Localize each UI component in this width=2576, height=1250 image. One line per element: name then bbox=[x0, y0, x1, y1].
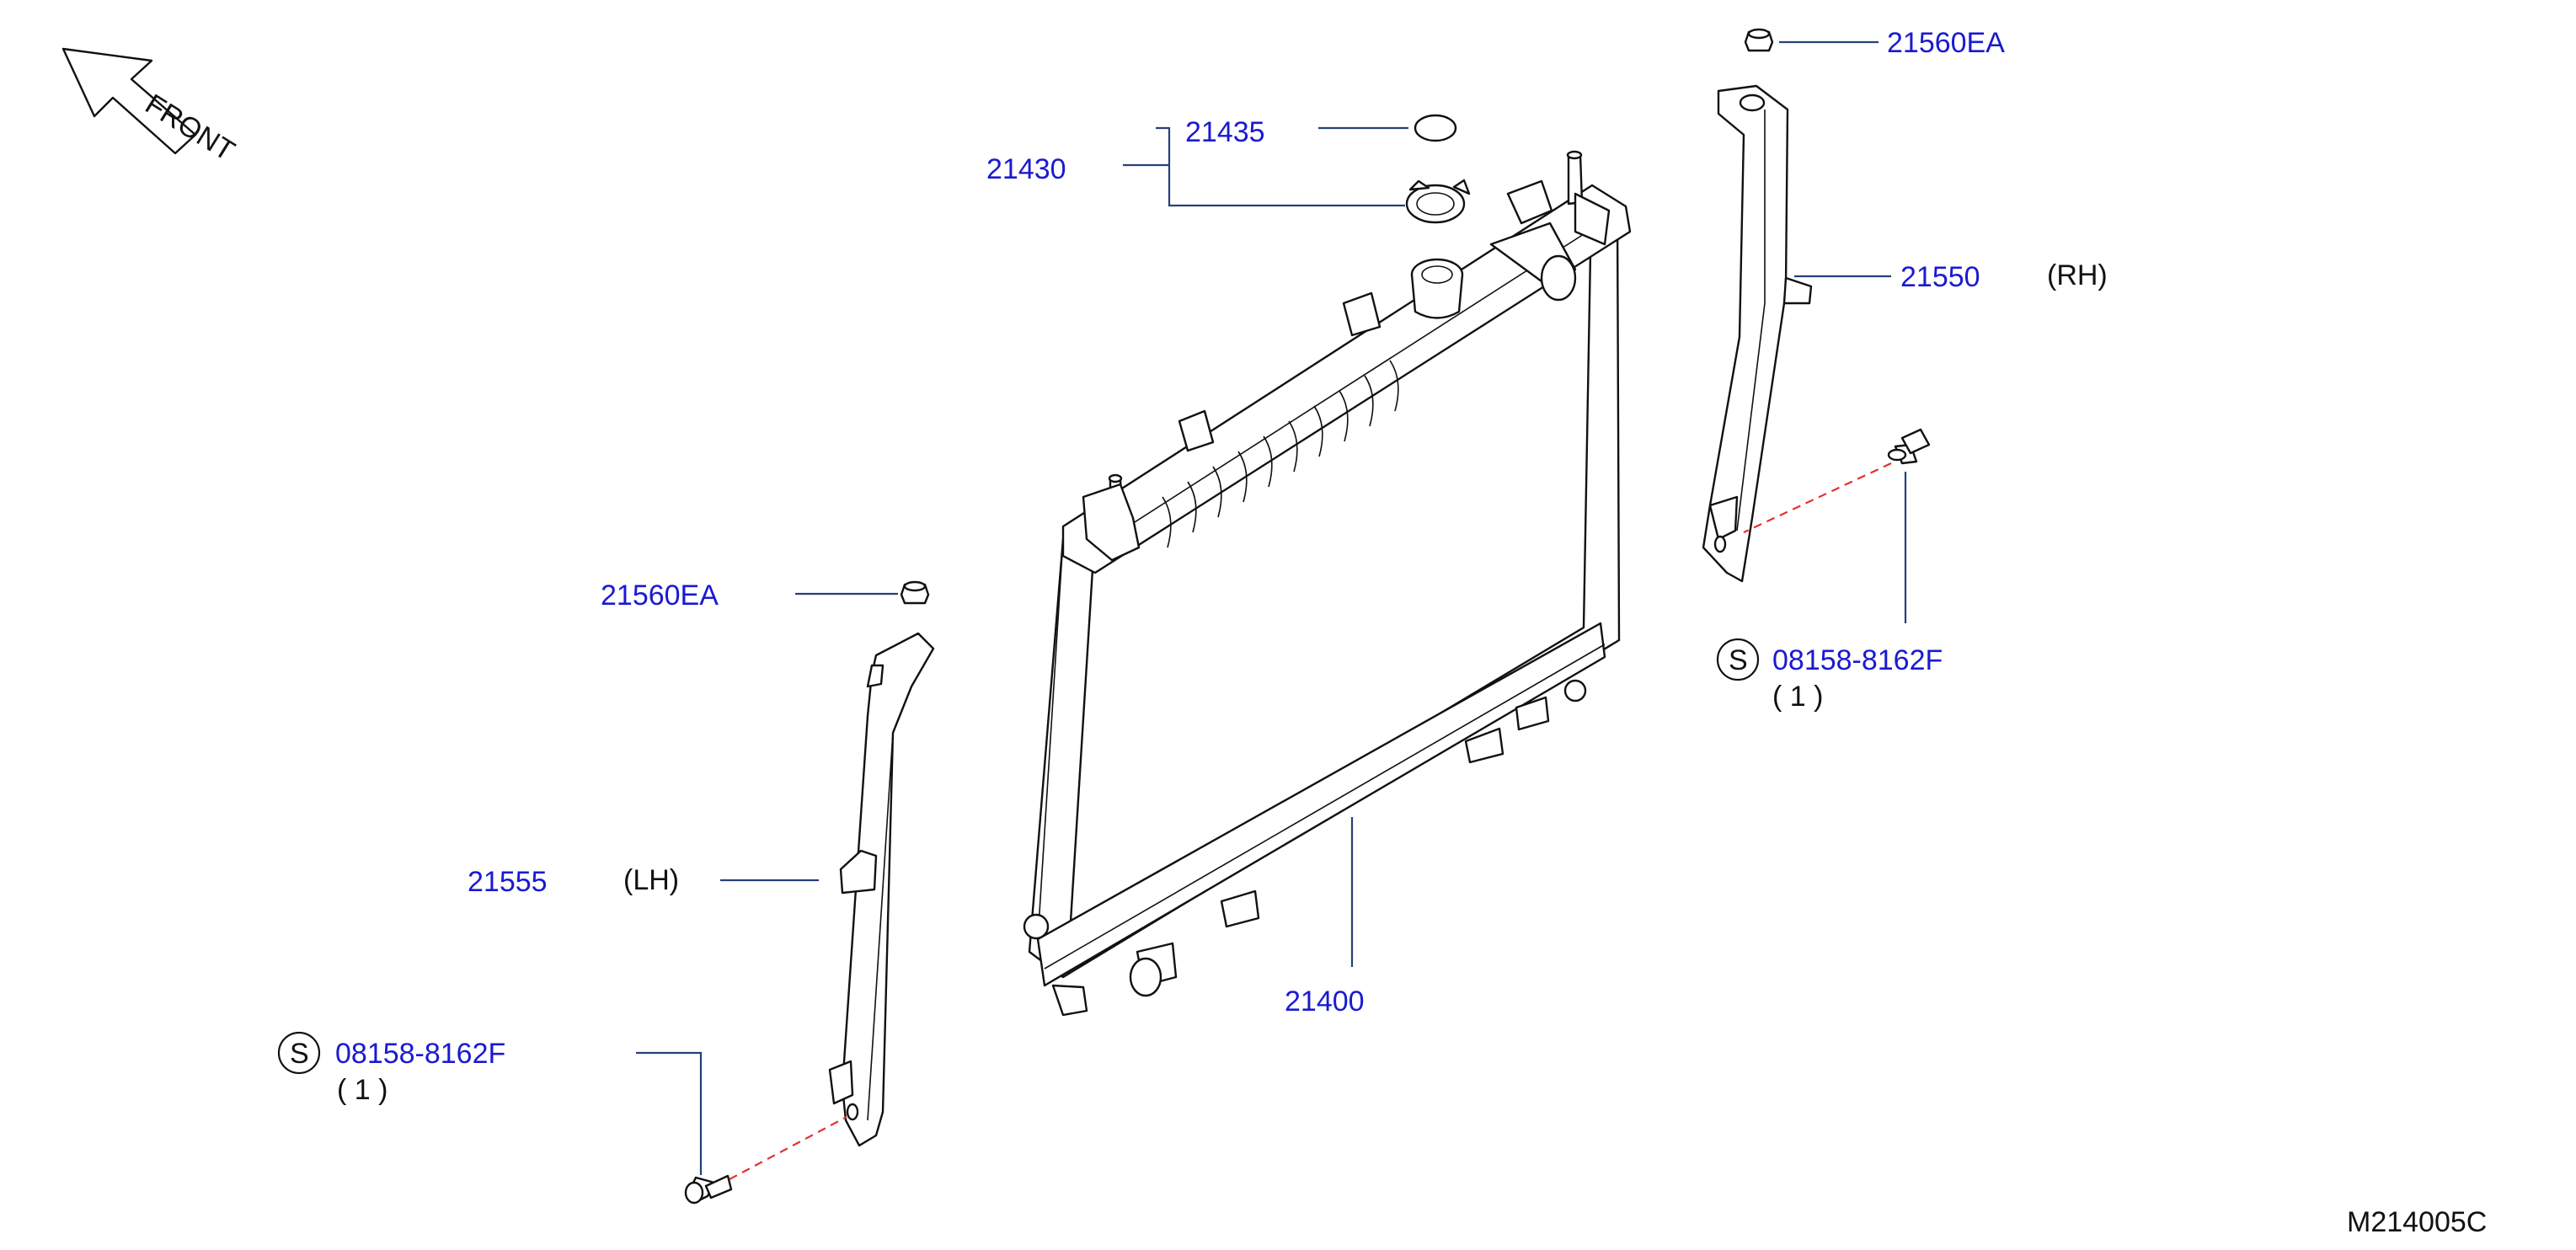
callout-21400[interactable]: 21400 bbox=[1285, 986, 1365, 1018]
mount-bracket-rh[interactable] bbox=[1702, 84, 1813, 583]
cap-seal[interactable] bbox=[1414, 114, 1457, 142]
qty-bolt-rh: ( 1 ) bbox=[1772, 681, 1823, 713]
callout-21435[interactable]: 21435 bbox=[1185, 116, 1265, 148]
front-arrow-icon bbox=[61, 47, 197, 155]
nut-top-rh[interactable] bbox=[1744, 28, 1774, 52]
diagram-code: M214005C bbox=[2347, 1206, 2487, 1238]
bolt-lh[interactable] bbox=[684, 1174, 733, 1205]
standard-part-icon: S bbox=[277, 1031, 321, 1075]
callout-21560ea-lh[interactable]: 21560EA bbox=[601, 580, 719, 612]
callout-bolt-rh[interactable]: 08158-8162F bbox=[1772, 644, 1943, 676]
qty-bolt-lh: ( 1 ) bbox=[337, 1074, 387, 1106]
callout-21550[interactable]: 21550 bbox=[1900, 261, 1980, 293]
callout-bolt-lh[interactable]: 08158-8162F bbox=[335, 1038, 505, 1070]
standard-part-icon: S bbox=[1716, 638, 1760, 681]
radiator-core bbox=[1023, 150, 1632, 1017]
side-rh: (RH) bbox=[2047, 259, 2108, 291]
callout-21555[interactable]: 21555 bbox=[468, 866, 548, 898]
mount-bracket-lh[interactable] bbox=[828, 632, 935, 1147]
svg-text:S: S bbox=[1729, 644, 1748, 676]
radiator-cap[interactable] bbox=[1405, 179, 1471, 224]
nut-top-lh[interactable] bbox=[900, 580, 930, 605]
svg-text:S: S bbox=[290, 1038, 309, 1070]
side-lh: (LH) bbox=[623, 864, 679, 896]
bolt-rh[interactable] bbox=[1887, 428, 1931, 465]
callout-21560ea-rh[interactable]: 21560EA bbox=[1887, 27, 2005, 59]
callout-21430[interactable]: 21430 bbox=[986, 153, 1066, 185]
